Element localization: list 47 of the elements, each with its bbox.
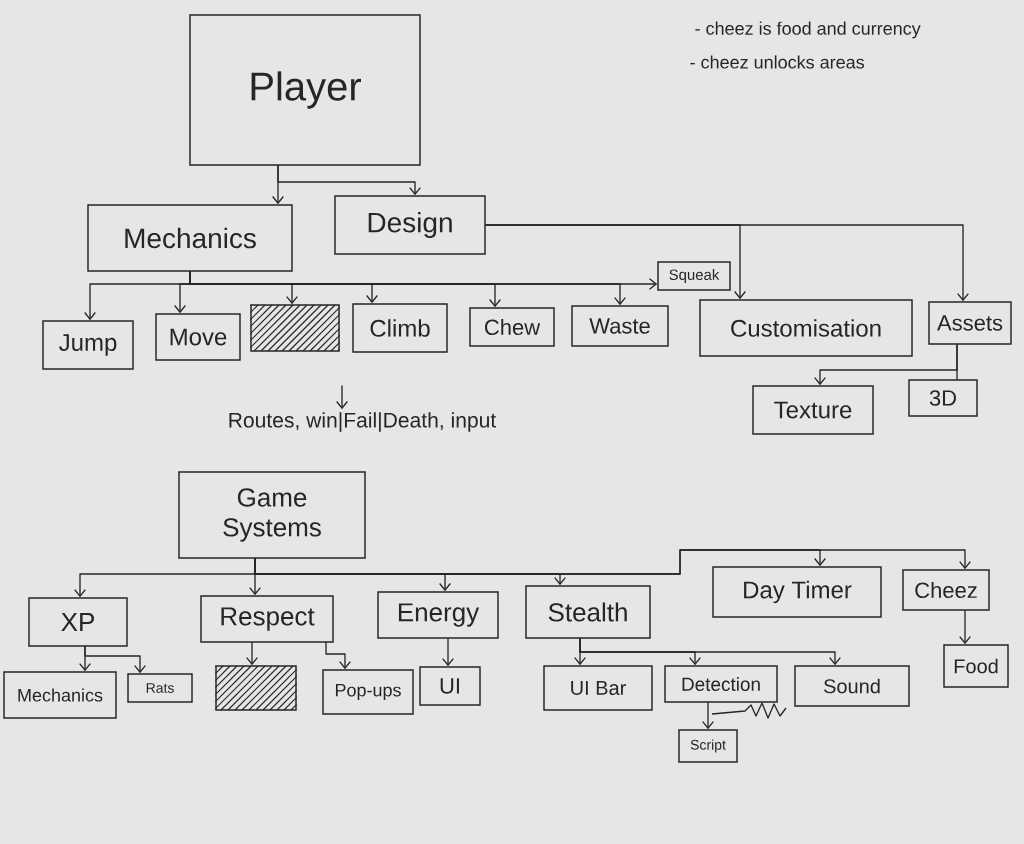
topic-box: XP xyxy=(28,597,128,647)
topic-box: Respect xyxy=(200,595,334,643)
topic-box: Move xyxy=(155,313,241,361)
arrow xyxy=(485,224,969,302)
topic-box: Design xyxy=(334,195,486,255)
arrow xyxy=(84,646,146,674)
topic-box: Jump xyxy=(42,320,134,370)
topic-box: UI Bar xyxy=(543,665,653,711)
topic-box: Player xyxy=(189,14,421,166)
note-text: - cheez is food and currency xyxy=(695,21,921,39)
topic-box: Day Timer xyxy=(712,566,882,618)
note-text: - cheez unlocks areas xyxy=(690,55,864,69)
topic-box: Mechanics xyxy=(3,671,117,719)
topic-box: Chew xyxy=(469,307,555,347)
topic-box: Script xyxy=(678,729,738,763)
topic-box: Squeak xyxy=(657,261,731,291)
crossed-out-box xyxy=(215,665,297,711)
topic-box: Rats xyxy=(127,673,193,703)
arrow xyxy=(189,271,658,290)
arrow xyxy=(579,638,841,666)
crossed-out-box xyxy=(250,304,340,352)
arrow xyxy=(254,549,971,575)
topic-box: Game Systems xyxy=(178,471,366,559)
topic-box: Assets xyxy=(928,301,1012,345)
topic-box: UI xyxy=(419,666,481,706)
topic-box: Energy xyxy=(377,591,499,639)
topic-box: Mechanics xyxy=(87,204,293,272)
topic-box: Detection xyxy=(664,665,778,703)
arrow xyxy=(246,642,258,666)
arrow xyxy=(336,385,348,410)
topic-box: Cheez xyxy=(902,569,990,611)
topic-box: Stealth xyxy=(525,585,651,639)
arrow xyxy=(702,702,714,730)
arrow xyxy=(325,642,351,670)
topic-box: Climb xyxy=(352,303,448,353)
connector-line xyxy=(956,344,958,380)
topic-box: Sound xyxy=(794,665,910,707)
topic-box: Pop-ups xyxy=(322,669,414,715)
topic-box: Waste xyxy=(571,305,669,347)
topic-box: 3D xyxy=(908,379,978,417)
arrow xyxy=(442,638,454,667)
arrow xyxy=(959,610,971,645)
note-text: Routes, win|Fail|Death, input xyxy=(229,412,497,432)
topic-box: Customisation xyxy=(699,299,913,357)
topic-box: Texture xyxy=(752,385,874,435)
topic-box: Food xyxy=(943,644,1009,688)
arrow xyxy=(277,165,421,196)
